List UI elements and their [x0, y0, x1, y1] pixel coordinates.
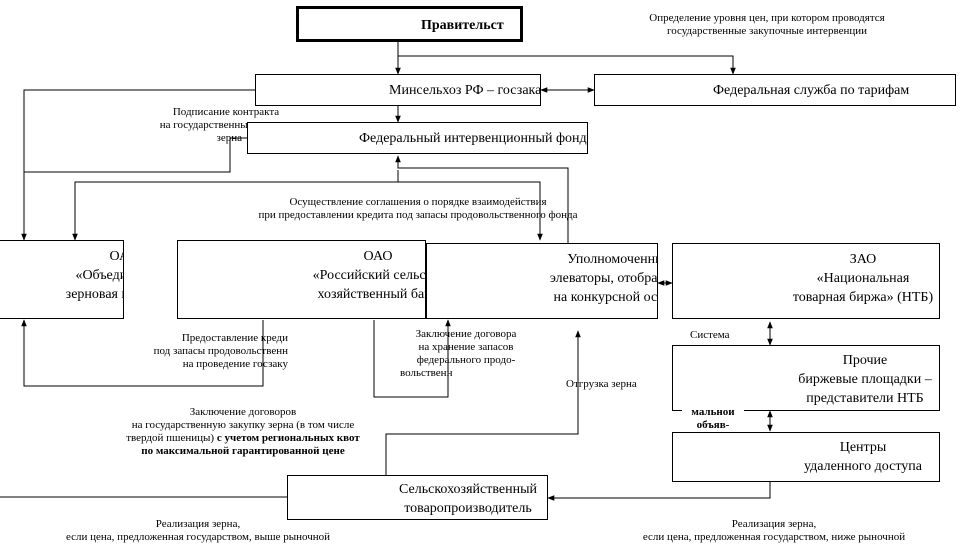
- grain-company-label: ОАО «Объединенная зерновая компания: [65, 249, 123, 302]
- minselhoz-label: Минсельхоз РФ – госзаказчик: [389, 83, 541, 98]
- intervention-fund-label: Федеральный интервенционный фонд: [359, 131, 587, 146]
- label-agreement: Осуществление соглашения о порядке взаим…: [258, 196, 578, 221]
- arrow-gov-tariff: [398, 55, 736, 75]
- arrow-fund-agreement-right: [398, 181, 543, 241]
- tariff-service-label: Федеральная служба по тарифам: [713, 83, 910, 98]
- arrow-storage: [373, 319, 451, 398]
- agri-bank-box: ОАО «Российский сельско- хозяйственный б…: [177, 240, 426, 319]
- remote-centers-label: Центры удаленного доступа: [804, 440, 922, 474]
- arrow-fund-grain: [24, 137, 247, 173]
- label-sale-below: Реализация зерна, если цена, предложенна…: [642, 518, 906, 543]
- producers-label: Сельскохозяйственный товаропроизводитель: [399, 482, 537, 516]
- elevators-label: Уполномоченные элеваторы, отобранные на …: [549, 252, 658, 305]
- arrow-fund-agreement-left: [72, 170, 399, 241]
- government-label: Правительст: [421, 18, 504, 33]
- label-storage: Заключение договора на хранение запасов …: [400, 328, 517, 379]
- agri-bank-label: ОАО «Российский сельско- хозяйственный б…: [312, 249, 426, 302]
- label-shipment: Отгрузка зерна: [566, 378, 637, 390]
- tariff-service-box: Федеральная служба по тарифам: [594, 74, 956, 106]
- label-credit: Предоставление креди под запасы продовол…: [153, 332, 288, 370]
- remote-centers-box: Центры удаленного доступа: [672, 432, 940, 482]
- ntb-label: ЗАО «Национальная товарная биржа» (НТБ): [792, 252, 934, 305]
- arrow-credit-loop: [21, 319, 264, 387]
- label-sale-above: Реализация зерна, если цена, предложенна…: [65, 518, 331, 543]
- minselhoz-box: Минсельхоз РФ – госзаказчик: [255, 74, 541, 106]
- government-box: Правительст: [296, 6, 523, 42]
- ntb-box: ЗАО «Национальная товарная биржа» (НТБ): [672, 243, 940, 319]
- arrow-shipment: [385, 330, 581, 475]
- arrow-remote-producers: [547, 482, 771, 501]
- label-procurement: Заключение договоров на государственную …: [126, 406, 360, 457]
- arrow-elevators-fund: [395, 155, 569, 243]
- label-system: Система: [690, 329, 730, 341]
- producers-box: Сельскохозяйственный товаропроизводитель: [287, 475, 548, 520]
- label-price-level: Определение уровня цен, при котором пров…: [649, 12, 885, 37]
- label-max-announce: мальнои объяв-: [682, 406, 744, 432]
- elevators-box: Уполномоченные элеваторы, отобранные на …: [426, 243, 658, 319]
- arrow-minselhoz-grain: [21, 89, 255, 241]
- other-platforms-label: Прочие биржевые площадки – представители…: [798, 353, 932, 406]
- other-platforms-box: Прочие биржевые площадки – представители…: [672, 345, 940, 411]
- grain-company-box: ОАО «Объединенная зерновая компания: [0, 240, 124, 319]
- intervention-fund-box: Федеральный интервенционный фонд: [247, 122, 588, 154]
